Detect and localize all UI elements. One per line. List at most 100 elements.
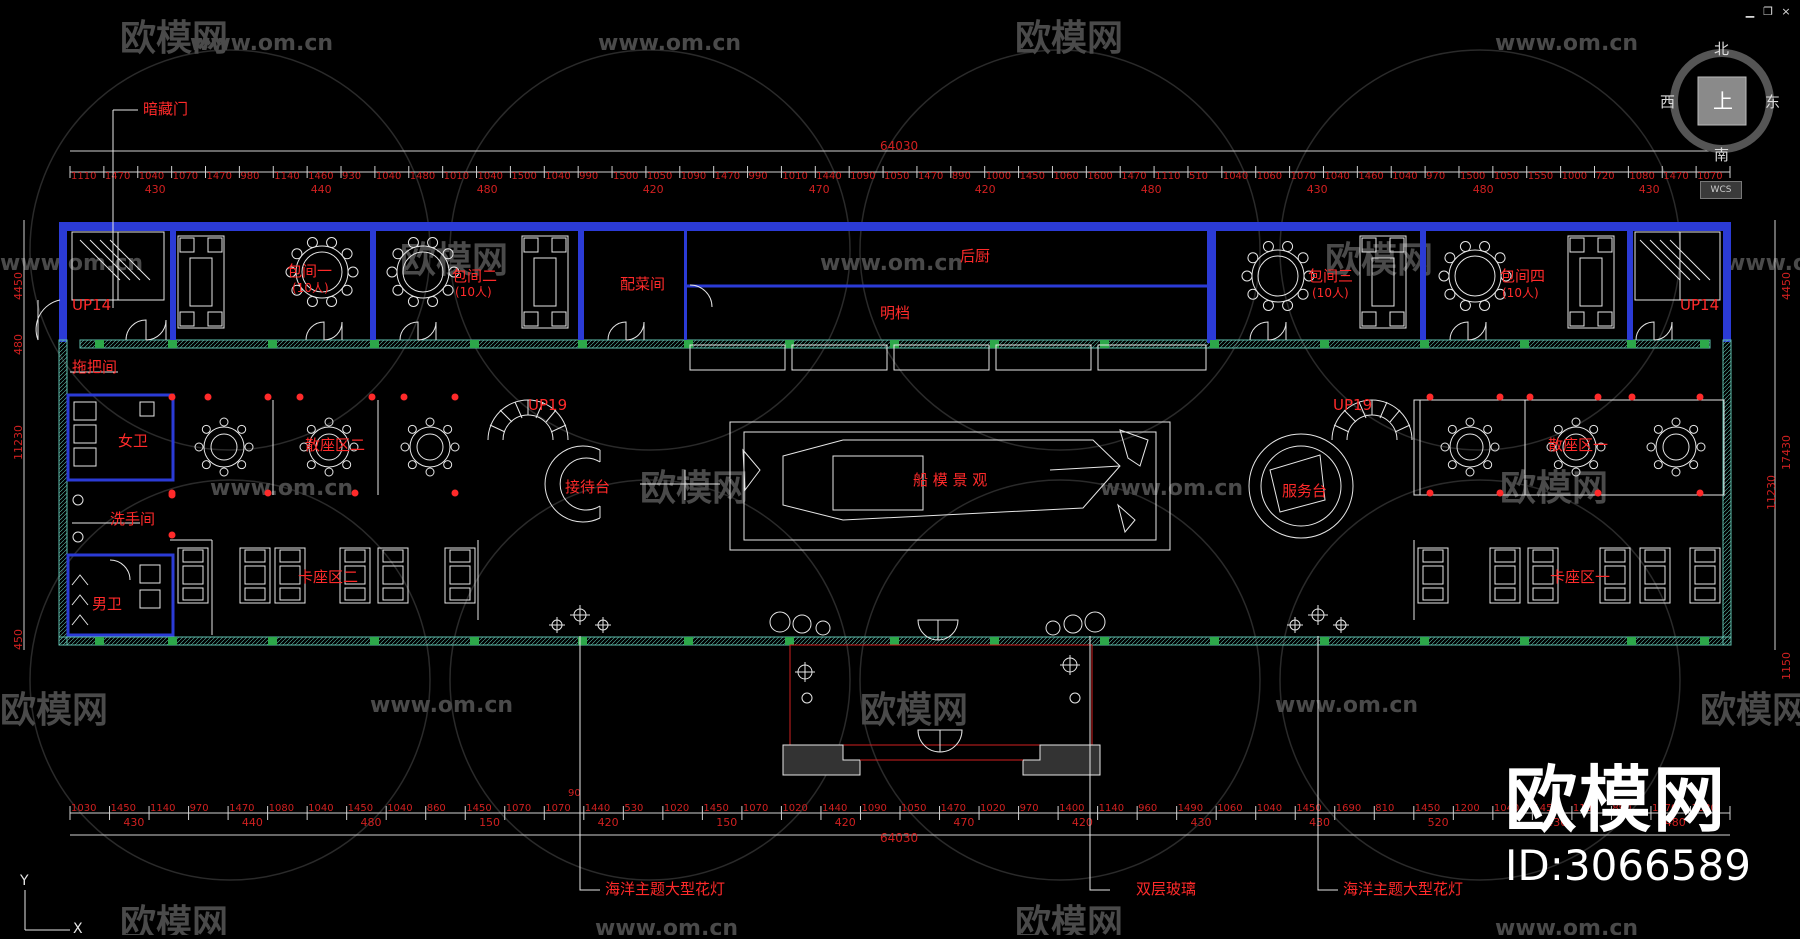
- viewcube-face[interactable]: [1697, 76, 1747, 126]
- viewcube[interactable]: 上 北 南 东 西: [1660, 40, 1780, 164]
- sofa-group: [1567, 235, 1615, 329]
- light-fixture: [204, 393, 212, 401]
- chair: [1297, 252, 1309, 264]
- dim-segment-label: 1500: [613, 171, 638, 182]
- booth-seat: [1694, 587, 1716, 601]
- dim-segment-label: 1450: [348, 803, 373, 814]
- dim-segment-label: 1010: [782, 171, 807, 182]
- dim-segment-label: 1050: [647, 171, 672, 182]
- round-tables: [194, 399, 1725, 496]
- dim-sub-label: 420: [1072, 816, 1093, 829]
- compass-north[interactable]: 北: [1714, 40, 1729, 58]
- armchair: [179, 237, 195, 253]
- dim-segment-label: 1480: [410, 171, 435, 182]
- armchair: [207, 311, 223, 327]
- round-table: [203, 426, 245, 468]
- chair: [1479, 241, 1491, 253]
- dim-segment-label: 720: [1595, 171, 1614, 182]
- light-fixture: [1628, 393, 1636, 401]
- round-table: [1655, 426, 1697, 468]
- dim-segment-label: 960: [1138, 803, 1157, 814]
- total-dim-bottom: 64030: [880, 831, 918, 845]
- ucs-icon: Y X: [19, 873, 83, 937]
- chair: [1653, 460, 1663, 470]
- light-fixture: [1496, 393, 1504, 401]
- armchair: [1569, 237, 1585, 253]
- booth-seat: [344, 587, 366, 601]
- stair-right: [1634, 231, 1721, 301]
- minimize-button[interactable]: ▁: [1745, 5, 1755, 18]
- svg-text:11230: 11230: [12, 425, 25, 460]
- light-fixture: [351, 489, 359, 497]
- column: [1700, 340, 1709, 348]
- booth-table: [344, 565, 366, 585]
- booth-seat: [1694, 549, 1716, 563]
- restroom-block: [66, 393, 175, 637]
- dim-segment-label: 1060: [1257, 171, 1282, 182]
- dim-sub-label: 150: [716, 816, 737, 829]
- chair: [1447, 424, 1457, 434]
- dim-sub-label: 430: [1639, 183, 1660, 196]
- coffee-table: [189, 257, 213, 307]
- dim-sub-label: 430: [1307, 183, 1328, 196]
- dim-segment-label: 1030: [71, 803, 96, 814]
- label-private-room-2-cap: (10人): [455, 285, 492, 299]
- close-button[interactable]: ×: [1781, 5, 1791, 18]
- chair: [194, 442, 204, 452]
- brand-overlay: 欧模网 ID:3066589: [1505, 760, 1751, 890]
- compass-south[interactable]: 南: [1714, 146, 1729, 164]
- booth-table: [1494, 565, 1516, 585]
- dim-segment-label: 1090: [850, 171, 875, 182]
- label-loose-area-1: 散座区一: [1548, 436, 1608, 454]
- round-table-private-4: [1454, 255, 1496, 297]
- dim-segment-label: 1450: [111, 803, 136, 814]
- armchair: [523, 311, 539, 327]
- dim-segment-label: 1070: [545, 803, 570, 814]
- light-fixture: [451, 393, 459, 401]
- dim-segment-label: 1460: [1358, 171, 1383, 182]
- label-double-glass: 双层玻璃: [1136, 880, 1196, 898]
- dim-segment-label: 1020: [664, 803, 689, 814]
- chair: [1262, 299, 1274, 311]
- dim-segment-label: 1470: [1652, 803, 1677, 814]
- dim-segment-label: 1020: [782, 803, 807, 814]
- restore-button[interactable]: ❐: [1763, 5, 1773, 18]
- round-table-private-4: [1448, 249, 1502, 303]
- round-table-private-3: [1257, 255, 1299, 297]
- round-table: [1449, 426, 1491, 468]
- booth-seat: [449, 549, 471, 563]
- column: [470, 637, 479, 645]
- chair: [442, 248, 454, 260]
- dim-segment-label: 1470: [918, 171, 943, 182]
- column: [95, 340, 104, 348]
- dim-segment-label: 1040: [139, 171, 164, 182]
- light-fixture: [1496, 489, 1504, 497]
- watermark-url: www.om.cn: [1725, 251, 1800, 276]
- chair: [1459, 299, 1471, 311]
- compass-east[interactable]: 东: [1765, 93, 1780, 111]
- chair: [1483, 460, 1493, 470]
- chair: [1500, 270, 1512, 282]
- viewcube-top-label: 上: [1713, 89, 1733, 113]
- dim-sub-label: 480: [1141, 183, 1162, 196]
- watermark-url: www.om.cn: [1100, 476, 1243, 501]
- compass-west[interactable]: 西: [1660, 93, 1675, 111]
- booth-table: [382, 565, 404, 585]
- column: [1100, 637, 1109, 645]
- wcs-menu[interactable]: WCS: [1700, 181, 1742, 199]
- coffee-table: [1371, 257, 1395, 307]
- chair: [1479, 299, 1491, 311]
- label-wash-room: 洗手间: [110, 510, 155, 528]
- dim-segment-label: 1440: [822, 803, 847, 814]
- dim-segment-label: 1470: [207, 171, 232, 182]
- booth-seat: [1604, 587, 1626, 601]
- svg-text:1150: 1150: [1780, 652, 1793, 680]
- watermark-brand: 欧模网: [120, 903, 228, 935]
- booth: [377, 547, 409, 604]
- booth: [1599, 547, 1631, 604]
- dim-segment-label: 990: [579, 171, 598, 182]
- card-booths: [170, 539, 1721, 635]
- label-card-area-1: 卡座区一: [1550, 568, 1610, 586]
